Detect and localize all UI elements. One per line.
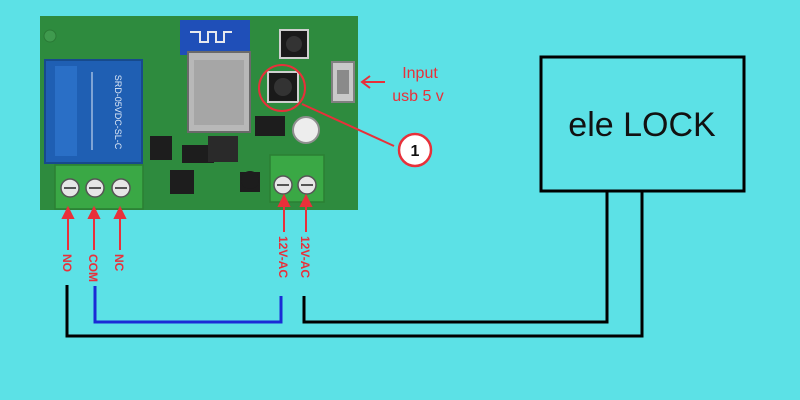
usb-port xyxy=(331,61,355,103)
power-terminal-block xyxy=(269,154,325,203)
terminal-arrows xyxy=(61,193,313,250)
chip xyxy=(170,170,194,194)
push-button-reset xyxy=(267,71,299,103)
wire-com-to-power xyxy=(93,286,283,324)
callout-marker: 1 xyxy=(397,132,433,168)
callout-number: 1 xyxy=(411,143,420,160)
capacitor-icon xyxy=(241,171,259,189)
chip xyxy=(150,136,172,160)
lock-box xyxy=(539,55,746,193)
mounting-hole-icon xyxy=(43,29,57,43)
relay-model-text: SRD-05VDC-SL-C xyxy=(113,75,123,150)
callout-leader-line xyxy=(301,103,395,147)
terminal-label-nc: NC xyxy=(112,254,126,272)
lock-label: ele LOCK xyxy=(568,106,716,144)
terminal-label-no: NO xyxy=(60,254,74,272)
usb-input-arrow-icon xyxy=(360,75,385,89)
inductor-icon xyxy=(292,116,320,144)
power-label-1: 12V-AC xyxy=(276,236,290,278)
wire-power-to-lock xyxy=(302,192,609,324)
wires xyxy=(65,192,644,338)
push-button-top xyxy=(279,29,309,59)
terminal-label-com: COM xyxy=(86,254,100,282)
relay-board: SRD-05VDC-SL-C xyxy=(40,16,358,210)
wire-no-to-lock xyxy=(65,192,644,338)
chip xyxy=(255,116,285,136)
power-label-2: 12V-AC xyxy=(298,236,312,278)
usb-input-label-line2: usb 5 v xyxy=(392,88,444,105)
button-highlight-circle xyxy=(258,64,306,112)
chip xyxy=(208,136,238,162)
wifi-module xyxy=(180,20,251,133)
chip xyxy=(182,145,214,163)
electric-lock: ele LOCK xyxy=(539,55,746,193)
usb-input-label-line1: Input xyxy=(402,65,438,82)
relay-module: SRD-05VDC-SL-C xyxy=(44,59,143,164)
relay-terminal-block xyxy=(54,164,144,210)
